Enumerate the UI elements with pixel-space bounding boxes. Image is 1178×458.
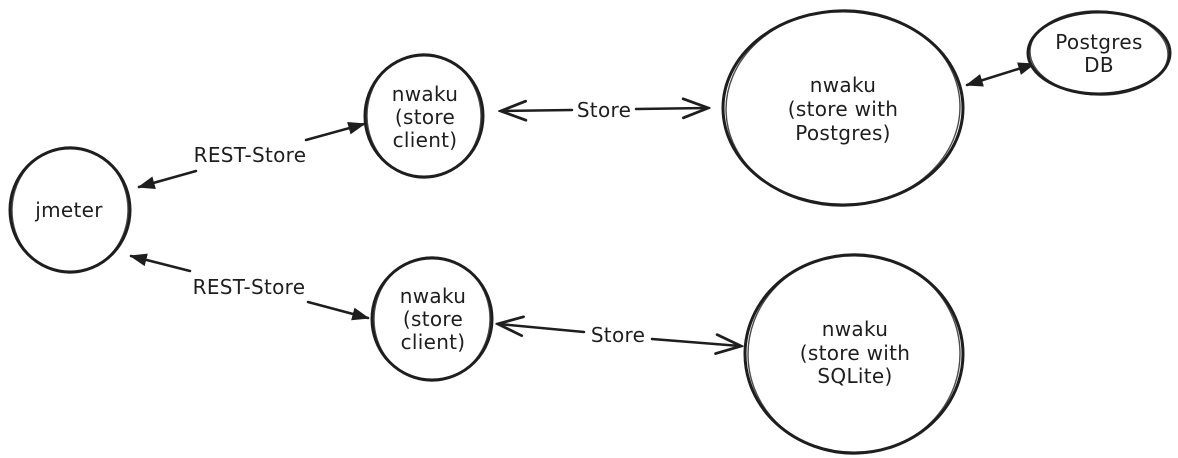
client-bottom-ellipse-sketch bbox=[373, 256, 491, 382]
store-sqlite-ellipse bbox=[743, 253, 965, 455]
rest-store-bottom-label: REST-Store bbox=[193, 275, 306, 299]
edge-rest-store-bottom: REST-Store bbox=[129, 253, 370, 321]
store-sqlite-label-line1: nwaku bbox=[822, 317, 888, 341]
store-postgres-label-line1: nwaku bbox=[810, 73, 876, 97]
store-postgres-ellipse bbox=[721, 9, 965, 207]
node-jmeter: jmeter bbox=[8, 146, 132, 274]
client-bottom-ellipse bbox=[370, 256, 494, 382]
edge-store-top: Store bbox=[502, 98, 707, 122]
store-postgres-label-line3: Postgres) bbox=[795, 121, 891, 145]
store-top-line-right bbox=[634, 108, 707, 109]
client-top-ellipse-sketch bbox=[366, 53, 482, 179]
node-nwaku-store-client-top: nwaku (store client) bbox=[363, 53, 485, 179]
jmeter-ellipse bbox=[8, 146, 132, 274]
store-sqlite-label-line2: (store with bbox=[800, 341, 910, 365]
node-nwaku-store-sqlite: nwaku (store with SQLite) bbox=[743, 253, 965, 455]
edge-postgres-link bbox=[965, 62, 1036, 87]
rest-store-top-label: REST-Store bbox=[194, 143, 307, 167]
store-sqlite-label-line3: SQLite) bbox=[817, 364, 892, 388]
edge-store-bottom: Store bbox=[499, 323, 740, 347]
store-bottom-line-left bbox=[499, 324, 586, 332]
store-postgres-ellipse-sketch bbox=[725, 9, 961, 207]
node-nwaku-store-postgres: nwaku (store with Postgres) bbox=[721, 9, 965, 207]
client-top-label-line2: (store bbox=[395, 105, 455, 129]
rest-store-bottom-line-right bbox=[306, 300, 370, 321]
client-bottom-label-line3: client) bbox=[401, 330, 466, 354]
client-top-label-line1: nwaku bbox=[392, 82, 458, 106]
store-bottom-line-right bbox=[650, 339, 740, 346]
postgres-link-line bbox=[965, 62, 1036, 87]
node-postgres-db: Postgres DB bbox=[1026, 10, 1172, 96]
client-top-ellipse bbox=[363, 53, 485, 179]
rest-store-bottom-line-left bbox=[129, 253, 192, 273]
postgres-db-ellipse bbox=[1026, 10, 1172, 96]
jmeter-label: jmeter bbox=[34, 198, 103, 222]
rest-store-top-line-left bbox=[137, 169, 198, 189]
client-bottom-label-line1: nwaku bbox=[400, 284, 466, 308]
store-bottom-label: Store bbox=[591, 323, 645, 347]
postgres-db-label-line1: Postgres bbox=[1055, 30, 1142, 54]
node-nwaku-store-client-bottom: nwaku (store client) bbox=[370, 256, 494, 382]
rest-store-top-line-right bbox=[304, 121, 366, 142]
postgres-db-label-line2: DB bbox=[1084, 53, 1114, 77]
client-bottom-label-line2: (store bbox=[403, 307, 463, 331]
edge-rest-store-top: REST-Store bbox=[137, 121, 366, 189]
store-top-line-left bbox=[502, 110, 574, 111]
postgres-db-ellipse-sketch bbox=[1029, 10, 1169, 96]
store-sqlite-ellipse-sketch bbox=[747, 253, 961, 455]
store-postgres-label-line2: (store with bbox=[788, 97, 898, 121]
client-top-label-line3: client) bbox=[393, 128, 458, 152]
store-top-label: Store bbox=[577, 98, 631, 122]
jmeter-ellipse-sketch bbox=[11, 146, 129, 274]
